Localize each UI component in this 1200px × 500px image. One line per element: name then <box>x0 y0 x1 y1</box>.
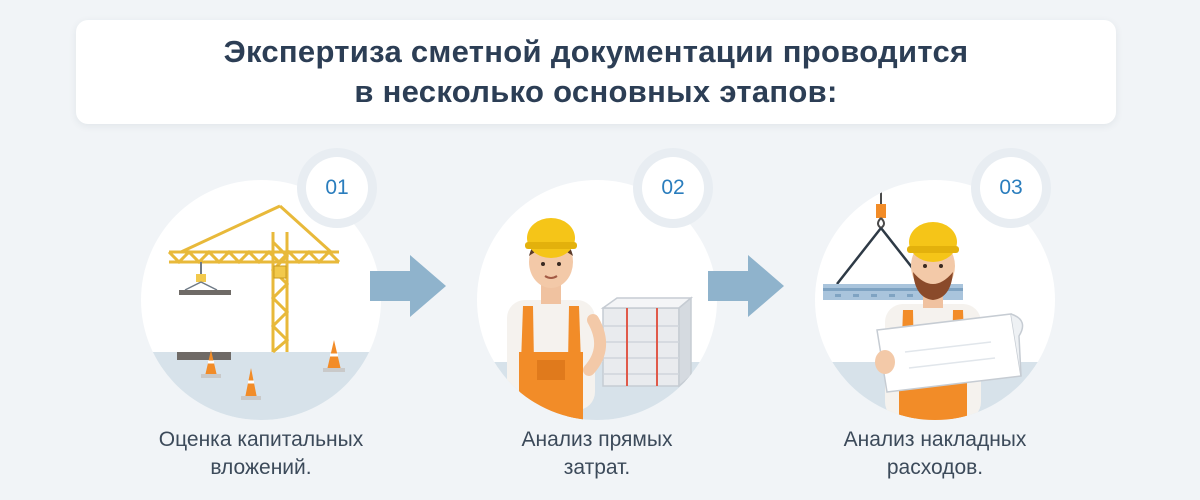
step-2-badge-ring: 02 <box>633 148 713 228</box>
step-3: 03 Анализ накладных расходов. <box>775 148 1095 490</box>
step-1-caption: Оценка капитальных вложений. <box>158 428 364 479</box>
title-line-2: в несколько основных этапов: <box>354 74 838 109</box>
step-1-badge-ring: 01 <box>297 148 377 228</box>
step-3-badge-ring: 03 <box>971 148 1051 228</box>
step-2-number: 02 <box>642 157 704 219</box>
step-2-caption: Анализ прямых затрат. <box>521 428 673 479</box>
title-line-1: Экспертиза сметной документации проводит… <box>223 34 969 69</box>
step-1: 01 Оценка капитальных вложений. <box>101 148 421 490</box>
step-3-caption: Анализ накладных расходов. <box>843 428 1027 479</box>
crane-icon <box>141 204 381 420</box>
page-title: Экспертиза сметной документации проводит… <box>224 32 969 112</box>
title-card: Экспертиза сметной документации проводит… <box>76 20 1116 124</box>
worker-with-blueprint-icon <box>815 180 1055 420</box>
arrow-right-icon <box>708 255 784 317</box>
step-1-number: 01 <box>306 157 368 219</box>
arrow-right-icon <box>370 255 446 317</box>
worker-with-materials-icon <box>477 218 717 420</box>
step-2: 02 Анализ прямых затрат. <box>437 148 757 490</box>
step-3-number: 03 <box>980 157 1042 219</box>
